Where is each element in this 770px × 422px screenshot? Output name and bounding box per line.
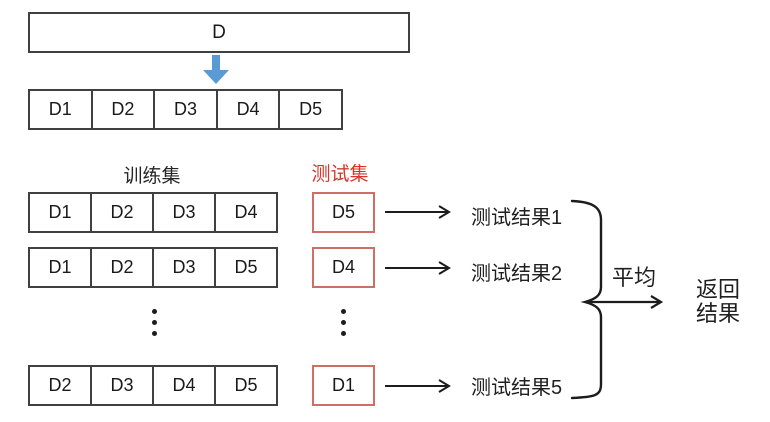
test-set-header: 测试集	[311, 164, 369, 185]
split-cell: D5	[278, 89, 343, 130]
dataset-label: D	[212, 21, 226, 43]
fold-1-train-row: D1 D2 D3 D4	[28, 192, 278, 233]
fold-1-test-box: D5	[312, 192, 375, 233]
train-cell: D1	[28, 247, 92, 288]
return-result-line2: 结果	[696, 301, 741, 326]
fold-2-train-row: D1 D2 D3 D5	[28, 247, 278, 288]
train-cell: D5	[214, 365, 278, 406]
dataset-box: D	[28, 12, 410, 53]
split-cell: D1	[28, 89, 93, 130]
return-result-line1: 返回	[696, 277, 741, 302]
split-cell: D4	[215, 89, 281, 130]
return-result-label: 返回 结果	[696, 278, 740, 326]
right-arrow-icon	[385, 379, 451, 393]
train-cell: D5	[214, 247, 278, 288]
right-arrow-icon	[385, 205, 451, 219]
train-cell: D3	[90, 365, 154, 406]
train-cell: D2	[90, 192, 154, 233]
blue-down-arrow-icon	[203, 55, 229, 84]
fold-5-train-row: D2 D3 D4 D5	[28, 365, 278, 406]
fold-5-result: 测试结果5	[471, 377, 563, 399]
average-label: 平均	[612, 265, 657, 290]
fold-5-test-box: D1	[312, 365, 375, 406]
vertical-ellipsis-icon	[341, 309, 346, 336]
fold-2-test-box: D4	[312, 247, 375, 288]
train-cell: D2	[28, 365, 92, 406]
train-set-header: 训练集	[123, 166, 181, 187]
split-cell: D3	[153, 89, 218, 130]
train-cell: D1	[28, 192, 92, 233]
fold-1-result: 测试结果1	[471, 207, 563, 229]
train-cell: D4	[214, 192, 278, 233]
merge-brace-arrow-icon	[570, 199, 664, 400]
train-cell: D3	[152, 192, 216, 233]
split-cell: D2	[90, 89, 156, 130]
vertical-ellipsis-icon	[152, 309, 157, 336]
fold-2-result: 测试结果2	[471, 263, 563, 285]
right-arrow-icon	[385, 261, 451, 275]
train-cell: D3	[152, 247, 216, 288]
train-cell: D4	[152, 365, 216, 406]
split-row: D1 D2 D3 D4 D5	[28, 89, 343, 130]
train-cell: D2	[90, 247, 154, 288]
